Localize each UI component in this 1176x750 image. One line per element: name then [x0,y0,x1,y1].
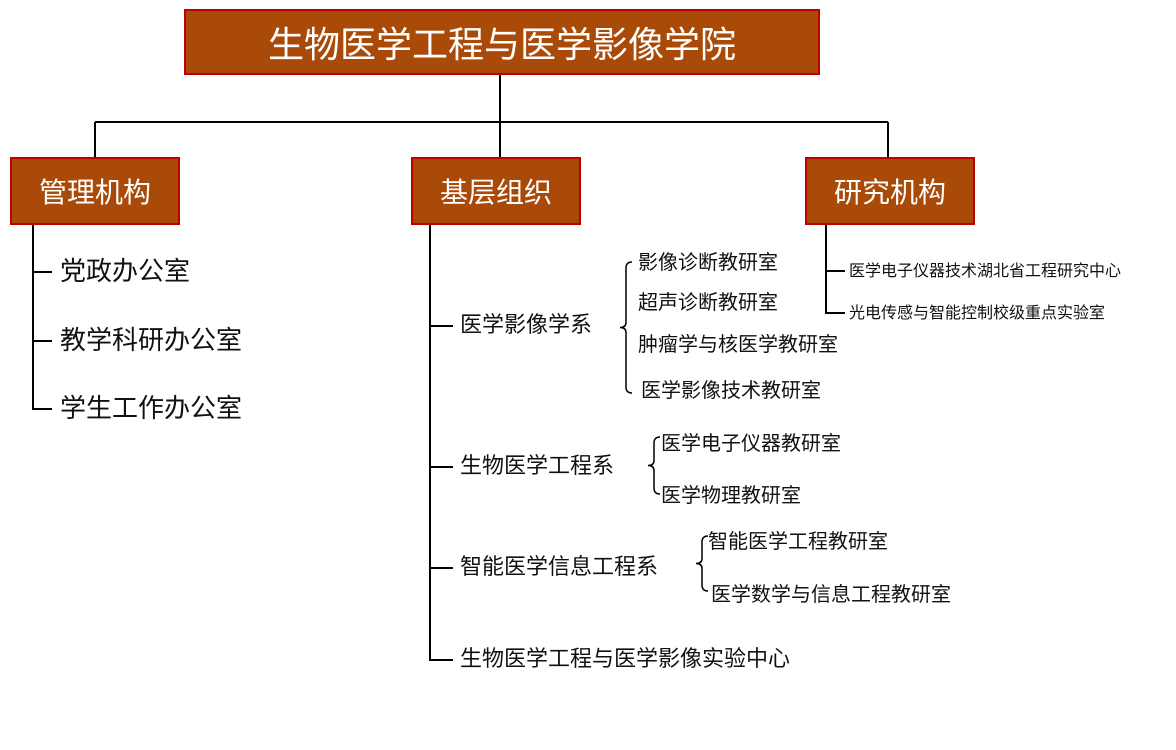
grassroots-box: 基层组织 [411,157,581,225]
department: 生物医学工程与医学影像实验中心 [460,647,791,672]
department: 智能医学信息工程系 [460,555,659,580]
section: 医学影像技术教研室 [641,378,821,402]
department: 生物医学工程系 [460,454,615,479]
management-box: 管理机构 [10,157,180,225]
brace [647,436,661,495]
brace [619,261,633,394]
management-item: 学生工作办公室 [60,394,243,424]
management-item: 教学科研办公室 [60,326,243,356]
section: 医学电子仪器教研室 [661,431,841,455]
section: 智能医学工程教研室 [708,529,888,553]
research-box: 研究机构 [805,157,975,225]
section: 超声诊断教研室 [638,290,778,314]
section: 肿瘤学与核医学教研室 [638,332,838,356]
section: 医学物理教研室 [661,483,801,507]
section: 影像诊断教研室 [638,250,778,274]
brace [695,535,709,592]
department: 医学影像学系 [460,313,593,338]
college-title-box: 生物医学工程与医学影像学院 [184,9,820,75]
research-item: 医学电子仪器技术湖北省工程研究中心 [849,261,1122,280]
section: 医学数学与信息工程教研室 [711,582,951,606]
management-item: 党政办公室 [60,257,191,287]
research-item: 光电传感与智能控制校级重点实验室 [849,303,1106,322]
